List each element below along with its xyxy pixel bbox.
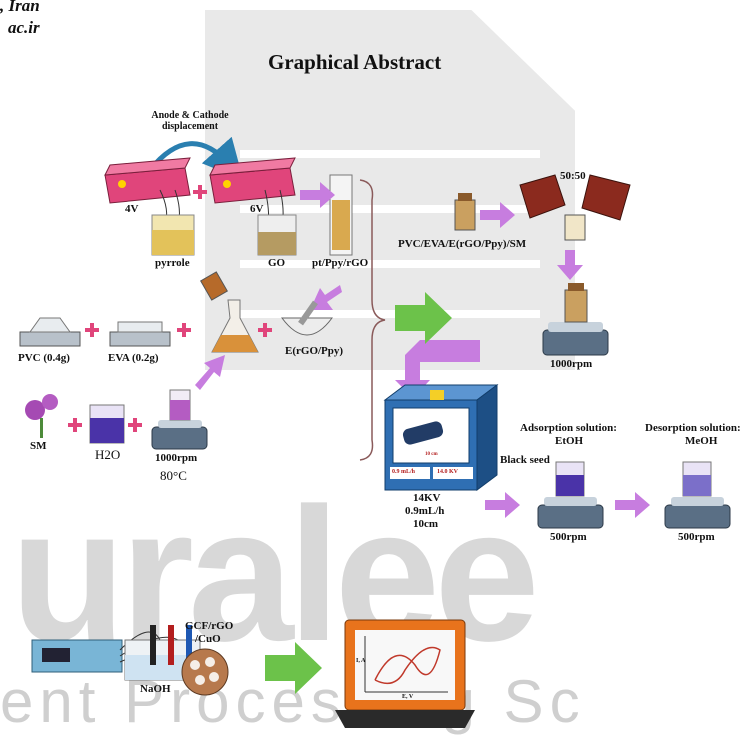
- header-line-1: , Iran: [0, 0, 40, 15]
- label-temp: 80°C: [160, 468, 187, 483]
- label-stir-500-a: 500rpm: [550, 531, 587, 543]
- page-title: Graphical Abstract: [268, 50, 442, 74]
- plant-sm: [25, 394, 58, 438]
- label-flow: 0.9mL/h: [405, 505, 445, 517]
- label-etoh: EtOH: [555, 435, 584, 447]
- label-naoh: NaOH: [140, 683, 171, 695]
- label-stir-left: 1000rpm: [155, 452, 198, 464]
- jar-center: [564, 214, 586, 241]
- mortar: [281, 300, 333, 336]
- brace: [359, 179, 386, 461]
- stirrer-adsorption: [537, 461, 604, 529]
- label-sm: SM: [30, 440, 47, 452]
- label-kv: 14KV: [413, 492, 441, 504]
- label-pt-ppy-rgo: pt/Ppy/rGO: [312, 257, 369, 269]
- beaker-go: [257, 214, 297, 256]
- label-meoh: MeOH: [685, 435, 718, 447]
- electrospinning-box: [383, 384, 499, 491]
- potentiostat: [31, 631, 195, 673]
- bottle-red-left: [519, 174, 566, 219]
- label-cuo: /CuO: [195, 633, 221, 645]
- label-desorption: Desorption solution:: [645, 422, 741, 434]
- label-4v: 4V: [125, 203, 139, 215]
- bottle-red-right: [581, 174, 631, 221]
- scale-pvc: [19, 317, 81, 347]
- label-distance: 10cm: [413, 518, 439, 530]
- watermark-stripe: [240, 205, 540, 213]
- label-stir-500-b: 500rpm: [678, 531, 715, 543]
- power-supply-6v: [209, 157, 296, 204]
- label-gcf: GCF/rGO: [185, 620, 234, 632]
- label-e-rgo-ppy: E(rGO/Ppy): [285, 345, 344, 357]
- cv-curve: [374, 646, 441, 685]
- test-tube: [329, 174, 353, 256]
- stirrer-top-right: [542, 283, 609, 356]
- watermark-stripe: [240, 260, 540, 268]
- erlenmeyer-flask: [211, 299, 259, 353]
- plus-signs: [68, 185, 272, 432]
- power-supply-4v: [104, 157, 191, 204]
- laptop: [335, 619, 475, 728]
- label-ratio: 50:50: [560, 170, 586, 182]
- header-line-2: ac.ir: [8, 18, 40, 37]
- stirrer-left: [151, 389, 208, 450]
- watermark-stripe: [240, 310, 540, 318]
- label-pvc: PVC (0.4g): [18, 352, 70, 364]
- label-go: GO: [268, 257, 286, 269]
- label-anode-cathode: Anode & Cathode displacement: [151, 110, 229, 132]
- label-6v: 6V: [250, 203, 264, 215]
- purple-arrows: [195, 182, 650, 518]
- electrode-surface: [181, 648, 229, 696]
- beaker-pyrrole: [151, 214, 195, 256]
- watermark-bottom-text: ent Processing Sc: [0, 668, 586, 735]
- spinner-display-kv: 14.0 KV: [437, 469, 458, 475]
- label-eva: EVA (0.2g): [108, 352, 159, 364]
- stirrer-desorption: [664, 461, 731, 529]
- label-adsorption: Adsorption solution:: [520, 422, 617, 434]
- jar-small: [454, 193, 476, 231]
- spinner-display-distance: 10 cm: [425, 452, 438, 457]
- label-solution: PVC/EVA/E(rGO/Ppy)/SM: [398, 238, 527, 250]
- spinner-display-flow: 0.9 mL/h: [392, 469, 416, 475]
- watermark-stripe: [240, 150, 540, 158]
- pouring-jar: [200, 271, 228, 301]
- label-black-seed: Black seed: [500, 454, 550, 466]
- scale-eva: [109, 321, 171, 347]
- label-h2o: H2O: [95, 447, 121, 462]
- label-stir-top: 1000rpm: [550, 358, 593, 370]
- plot-y-label: I, A: [356, 658, 366, 664]
- beaker-h2o: [89, 404, 125, 444]
- plot-x-label: E, V: [402, 694, 414, 700]
- green-arrows: [265, 292, 452, 694]
- label-pyrrole: pyrrole: [155, 257, 190, 269]
